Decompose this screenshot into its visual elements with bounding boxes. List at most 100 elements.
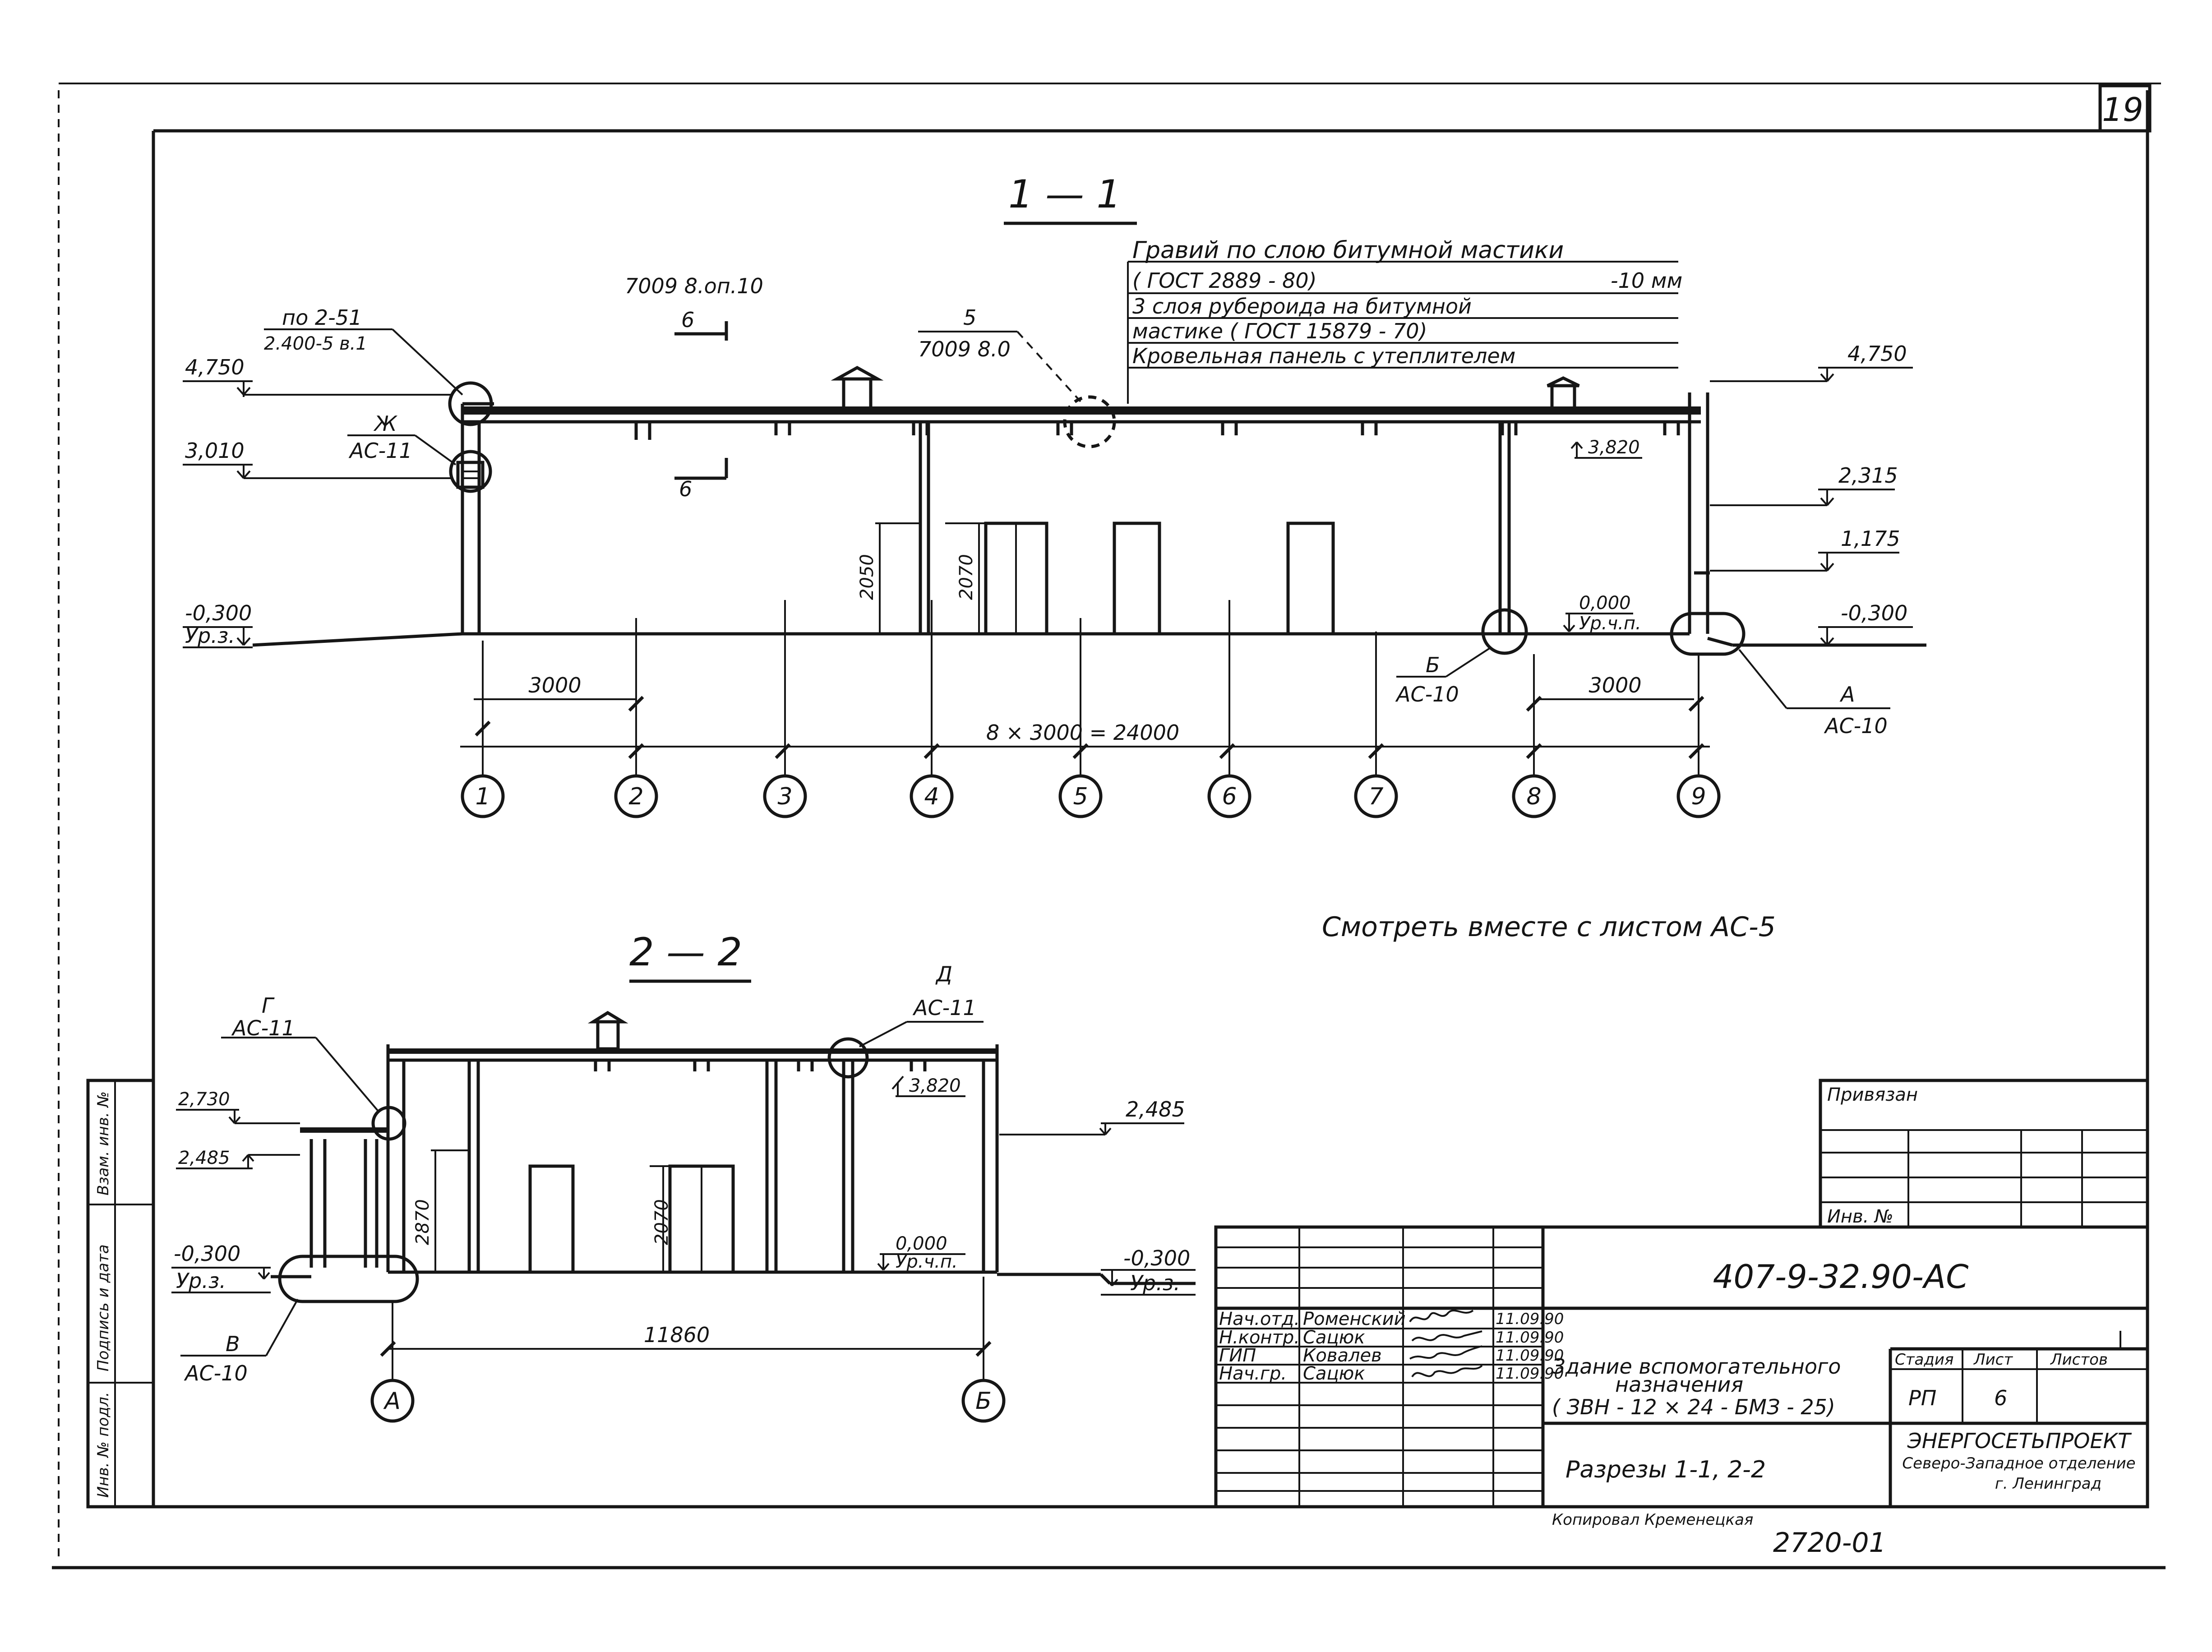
callout-7009-pl10: 7009 8.оп.10 [625,274,763,298]
callout-detail-5-num: 5 [963,305,976,330]
roof-layer-panel: Кровельная панель с утеплителем [1132,344,1515,368]
level-left-ground-label: Ур.з. [185,623,235,648]
callout-a-ref: АС-10 [1824,714,1888,738]
level-2-2-ground-left: -0,300 [174,1241,240,1266]
building-name-line3: ( ЗВН - 12 × 24 - БМЗ - 25) [1552,1395,1835,1419]
height-dim-2870: 2870 [412,1199,433,1245]
stage-value: РП [1908,1386,1936,1410]
height-dim-2-2-2070: 2070 [651,1199,672,1245]
side-stamp-original-inv: Инв. № подл. [94,1392,112,1498]
callout-d-letter: Д [935,962,952,986]
level-left-top: 4,750 [185,355,245,379]
callout-detail-5-ref: 7009 8.0 [918,337,1011,361]
height-dim-2050: 2050 [857,554,877,600]
callout-zh-letter: Ж [373,411,398,436]
staff-role-3: Нач.гр. [1219,1363,1287,1384]
sheet-value: 6 [1994,1386,2007,1410]
axis-bubble-5: 5 [1073,783,1088,810]
copier: Копировал Кременецкая [1552,1511,1753,1529]
callout-g-ref: АС-11 [231,1016,295,1040]
roof-layer-thickness: -10 мм [1611,268,1682,293]
level-2-2-2485-left: 2,485 [178,1148,230,1168]
level-right-1175: 1,175 [1841,526,1900,551]
level-right-top: 4,750 [1847,341,1907,366]
dim-left-3000: 3000 [528,673,581,697]
sheet-number: 19 [2102,91,2143,129]
inv-number-label: Инв. № [1827,1206,1893,1227]
binding-label: Привязан [1827,1084,1918,1105]
staff-name-2: Ковалев [1303,1345,1382,1366]
level-2-2-ground-right-label: Ур.з. [1130,1271,1180,1295]
building-name-line1: Здание вспомогательного [1552,1354,1841,1379]
roof-layer-gost-15879: мастике ( ГОСТ 15879 - 70) [1132,319,1427,343]
axis-bubble-9: 9 [1691,783,1706,810]
section-2-2-title: 2 — 2 [629,930,742,975]
callout-section-6-upper: 6 [681,308,694,332]
level-right-2315: 2,315 [1838,463,1898,488]
staff-date-3: 11.09.90 [1496,1365,1564,1383]
staff-role-1: Н.контр. [1219,1327,1300,1348]
dim-right-3000: 3000 [1589,673,1641,697]
sheet-title: Разрезы 1-1, 2-2 [1565,1456,1766,1483]
org-name: ЭНЕРГОСЕТЬПРОЕКТ [1907,1429,2132,1453]
org-branch: Северо-Западное отделение [1902,1454,2135,1472]
level-2-2-ground-left-label: Ур.з. [176,1269,226,1293]
signatures [1409,1310,1483,1378]
section-2-2: 2 — 2 [171,930,1196,1423]
col-sheet: Лист [1973,1351,2013,1369]
level-2-2-floor-value: 0,000 [896,1233,947,1254]
org-city: г. Ленинград [1995,1475,2101,1493]
level-floor-value: 0,000 [1579,593,1631,614]
height-dim-2070: 2070 [956,554,977,600]
axis-bubble-1: 1 [475,783,490,810]
section-1-1-title: 1 — 1 [1008,172,1121,217]
axis-bubble-2: 2 [628,783,643,810]
side-stamp: Взам. инв. № Подпись и дата Инв. № подл. [86,1079,155,1509]
callout-detail-51-line2: 2.400-5 в.1 [264,333,367,354]
axis-bubble-3: 3 [777,783,792,810]
side-stamp-signature-date: Подпись и дата [94,1244,112,1371]
callout-d-ref: АС-11 [912,996,976,1020]
callout-section-6-lower: 6 [679,477,692,501]
building-name-line2: назначения [1615,1372,1743,1397]
callout-v-ref: АС-10 [184,1361,248,1385]
callout-g-letter: Г [262,993,275,1018]
callout-detail-51-line1: по 2-51 [282,305,362,330]
order-number: 2720-01 [1773,1527,1886,1559]
staff-date-1: 11.09.90 [1496,1329,1564,1347]
level-left-ground: -0,300 [185,601,252,625]
callout-v-letter: В [226,1332,240,1356]
level-2-2-inner-3820: 3,820 [909,1075,961,1096]
roof-layers-spec: Гравий по слою битумной мастики ( ГОСТ 2… [1127,237,1682,404]
callout-a-letter: А [1839,682,1855,706]
axis-bubble-4: 4 [924,783,939,810]
level-left-mid: 3,010 [185,438,245,463]
roof-layer-ruberoid: 3 слоя рубероида на битумной [1132,294,1472,318]
section-1-1: 1 — 1 Гравий по слою битумной мастики ( … [183,172,1926,818]
axis-bubble-a: А [383,1388,401,1415]
callout-b-letter: Б [1426,653,1440,677]
level-right-ground: -0,300 [1841,601,1907,625]
callout-zh-ref: АС-11 [348,438,412,463]
callout-b-ref: АС-10 [1395,682,1459,706]
level-inner-3820: 3,820 [1588,437,1640,458]
axis-bubble-b: Б [975,1388,992,1415]
col-stage: Стадия [1895,1351,1953,1369]
note-see-sheet-ac5: Смотреть вместе с листом АС-5 [1322,911,1776,943]
staff-role-0: Нач.отд. [1219,1309,1300,1329]
axis-bubbles-1-1: 1 2 3 4 5 6 7 8 9 [461,774,1721,818]
levels-left: 4,750 3,010 -0,300 Ур.з. [183,355,451,648]
staff-name-1: Сацюк [1303,1327,1365,1348]
dim-total-24000: 8 × 3000 = 24000 [986,720,1179,745]
col-sheets: Листов [2050,1351,2108,1369]
axis-bubble-6: 6 [1222,783,1237,810]
level-2-2-floor-label: Ур.ч.п. [896,1251,958,1272]
title-block: Привязан Инв. № Нач.отд. Роменский 11.09… [1214,1079,2149,1509]
side-stamp-replace-inv: Взам. инв. № [94,1091,112,1195]
staff-name-3: Сацюк [1303,1363,1365,1384]
axis-bubble-8: 8 [1526,783,1541,810]
levels-right: 4,750 2,315 1,175 -0,300 [1710,341,1913,646]
staff-date-2: 11.09.90 [1496,1347,1564,1365]
